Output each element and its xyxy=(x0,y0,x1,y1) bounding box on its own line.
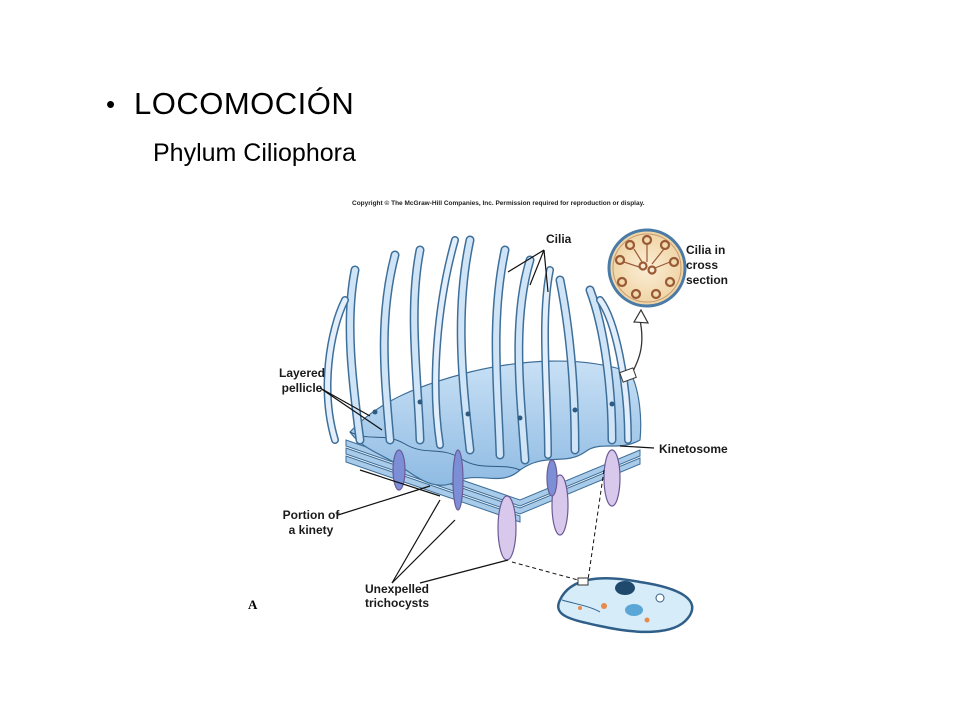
zoom-lines xyxy=(511,469,605,581)
kinety-strips xyxy=(345,439,641,523)
trichocyst xyxy=(392,449,406,491)
arrow-head xyxy=(632,308,650,324)
trichocyst xyxy=(452,449,464,511)
kinetosomes xyxy=(372,399,615,421)
panel-letter: A xyxy=(248,597,258,612)
trichocyst xyxy=(497,495,517,561)
label-layered-pellicle: Layered pellicle xyxy=(278,366,326,395)
label-leader-lines xyxy=(319,249,655,584)
cilia-cross-section xyxy=(607,228,687,308)
label-kinetosome: Kinetosome xyxy=(659,442,728,456)
cilia xyxy=(323,235,632,465)
cross-section-marker xyxy=(619,367,637,383)
trichocyst xyxy=(546,459,558,497)
pellicle-edge-wave xyxy=(349,431,521,471)
label-portion-of-kinety: Portion of a kinety xyxy=(282,508,340,537)
label-cilia-cross-section: Cilia in cross section xyxy=(686,243,729,287)
trichocyst xyxy=(603,449,621,507)
slide-subtitle: Phylum Ciliophora xyxy=(153,139,356,167)
trichocysts xyxy=(392,449,621,561)
copyright-notice: Copyright © The McGraw-Hill Companies, I… xyxy=(352,200,645,207)
paramecium xyxy=(557,576,694,634)
label-cilia: Cilia xyxy=(546,232,572,246)
label-unexpelled-trichocysts: Unexpelled trichocysts xyxy=(364,582,430,610)
slide-title: LOCOMOCIÓN xyxy=(134,86,355,121)
